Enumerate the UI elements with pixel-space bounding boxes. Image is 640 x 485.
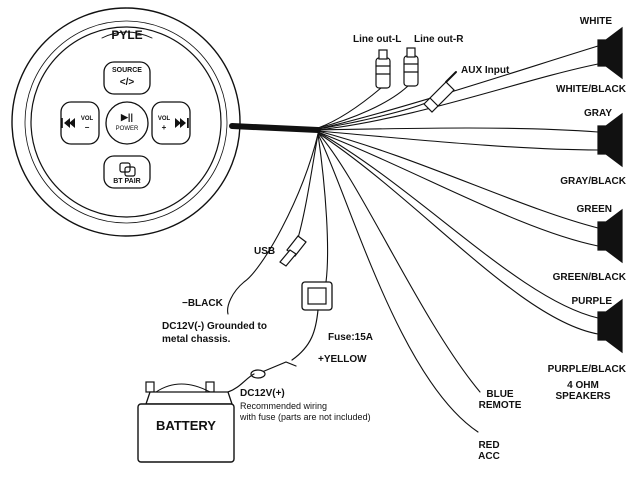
ground-note: DC12V(-) Grounded to metal chassis. <box>162 321 267 345</box>
bt-pair-icon <box>119 162 136 177</box>
line-out-l-label: Line out-L <box>353 34 402 45</box>
speaker-green-neg-label: GREEN/BLACK <box>552 272 626 283</box>
fuse-label: Fuse:15A <box>328 332 374 343</box>
speaker-purple-neg-label: PURPLE/BLACK <box>547 364 626 375</box>
speaker-spec-label: 4 OHM SPEAKERS <box>555 380 611 402</box>
vol-up-label: VOL <box>157 116 171 122</box>
speaker-green-pos-label: GREEN <box>576 204 612 215</box>
black-wire-label: −BLACK <box>182 298 223 309</box>
speaker-purple-pos-label: PURPLE <box>571 296 612 307</box>
source-button[interactable] <box>103 61 151 95</box>
line-out-l-connector <box>375 49 391 89</box>
blue-remote-label: BLUE REMOTE <box>478 389 522 411</box>
bt-pair-button[interactable] <box>103 155 151 189</box>
line-out-r-label: Line out-R <box>414 34 464 45</box>
speaker-white <box>597 26 623 80</box>
speaker-gray-pos-label: GRAY <box>584 108 612 119</box>
aux-input-label: AUX Input <box>461 65 510 76</box>
battery-label: BATTERY <box>156 418 216 433</box>
speaker-green <box>597 208 623 264</box>
remote-control <box>11 7 241 237</box>
wire-harness <box>227 45 599 433</box>
vol-up-button[interactable] <box>151 101 191 145</box>
battery <box>137 373 255 463</box>
vol-up-sign: + <box>161 123 167 132</box>
prev-track-icon <box>64 118 70 128</box>
bt-pair-label: BT PAIR <box>113 178 141 185</box>
yellow-wire-label: +YELLOW <box>318 354 367 365</box>
next-track-icon <box>180 118 186 128</box>
vol-down-sign: − <box>84 123 90 132</box>
source-label: SOURCE <box>112 67 142 74</box>
power-button[interactable] <box>105 101 149 145</box>
red-acc-label: RED ACC <box>478 440 500 462</box>
play-pause-icon: ▶|| <box>121 112 133 122</box>
power-note-title: DC12V(+) <box>240 388 285 399</box>
fuse-holder <box>291 281 333 361</box>
usb-connector <box>279 235 307 267</box>
line-out-r-connector <box>403 47 419 87</box>
usb-label: USB <box>254 246 276 257</box>
power-label: POWER <box>115 126 139 132</box>
speaker-purple <box>597 298 623 354</box>
speaker-gray-neg-label: GRAY/BLACK <box>560 176 626 187</box>
power-note-body: Recommended wiring with fuse (parts are … <box>240 401 371 422</box>
brand-logo-text: PYLE <box>111 28 143 42</box>
vol-down-label: VOL <box>80 116 94 122</box>
speaker-gray <box>597 112 623 168</box>
speaker-white-neg-label: WHITE/BLACK <box>556 84 626 95</box>
source-icon: </> <box>119 77 135 88</box>
aux-input-connector <box>423 71 457 113</box>
speaker-white-pos-label: WHITE <box>579 16 612 27</box>
